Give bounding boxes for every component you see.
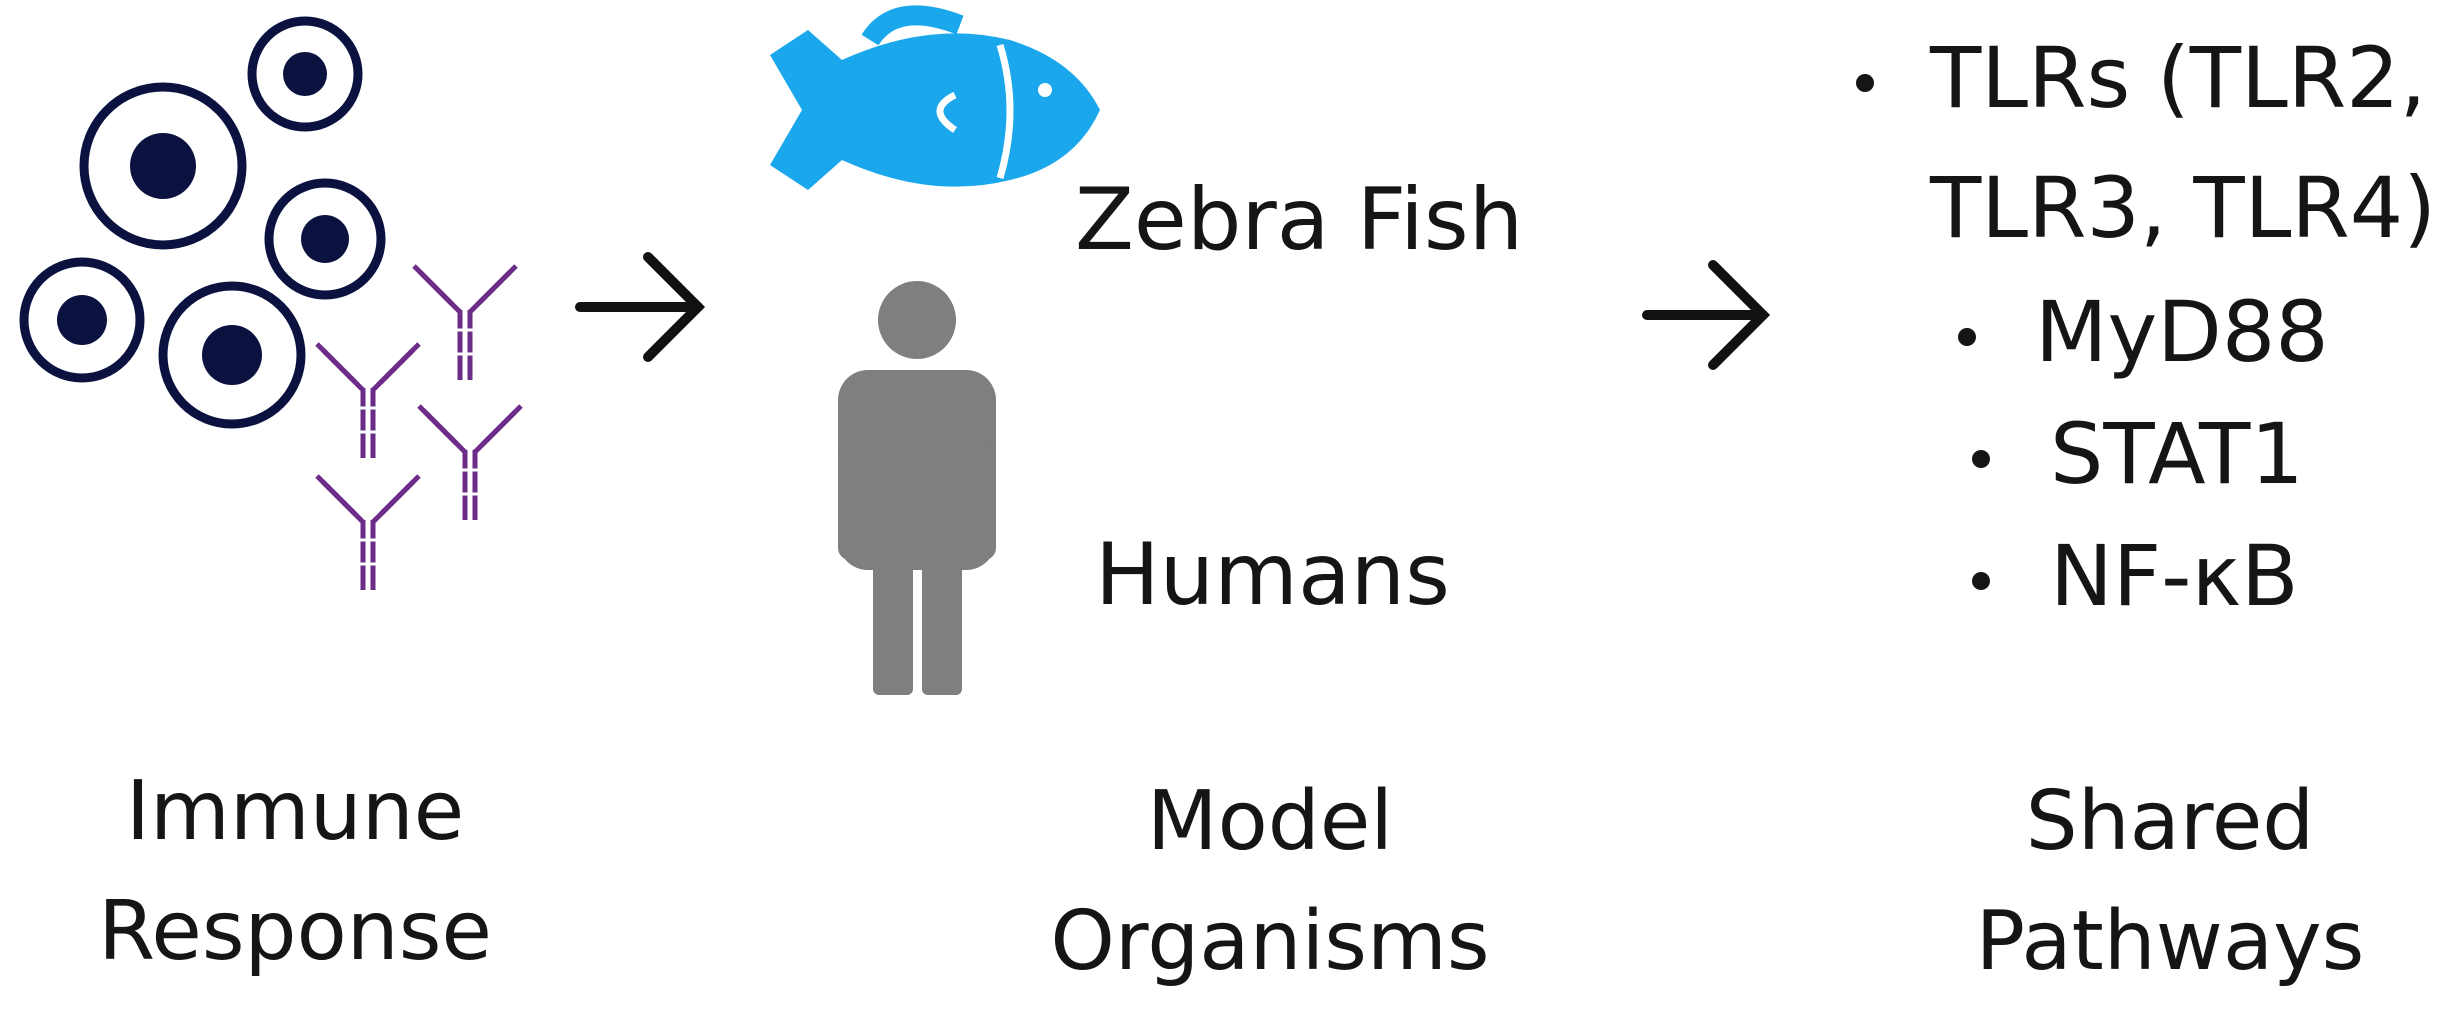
bullet — [1972, 450, 1990, 468]
fish-icon — [770, 5, 1100, 190]
pathway-item-tlrs-cont: TLR3, TLR4) — [1930, 159, 2437, 257]
cell-icon — [247, 16, 363, 132]
cell-icon — [264, 178, 386, 300]
cell-icon — [158, 281, 306, 429]
bullet — [1856, 74, 1874, 92]
bullet — [1972, 572, 1990, 590]
caption-shared-line2: Pathways — [1975, 894, 2365, 989]
caption-model-line2: Organisms — [1050, 894, 1490, 989]
arrow-right-icon — [575, 252, 706, 362]
organism-label-zebrafish: Zebra Fish — [1075, 170, 1524, 270]
pathway-item-nfkb: NF-κB — [2050, 527, 2299, 625]
person-icon — [838, 281, 996, 695]
pathway-item-tlrs: TLRs (TLR2, — [1930, 29, 2427, 127]
cell-icon — [79, 82, 247, 250]
caption-model-line1: Model — [1146, 774, 1394, 869]
pathway-item-stat1: STAT1 — [2050, 405, 2304, 503]
antibody-icon — [317, 344, 419, 458]
bullet — [1958, 328, 1976, 346]
antibody-icon — [419, 406, 521, 520]
antibody-icon — [317, 476, 419, 590]
caption-immune-line2: Response — [98, 884, 492, 979]
antibody-icon — [414, 266, 516, 380]
pathway-item-myd88: MyD88 — [2035, 283, 2329, 381]
caption-shared-line1: Shared — [2025, 774, 2315, 869]
arrow-right-icon — [1642, 260, 1771, 370]
organism-label-humans: Humans — [1095, 525, 1450, 625]
caption-immune-line1: Immune — [125, 764, 465, 859]
cell-icon — [19, 257, 145, 383]
